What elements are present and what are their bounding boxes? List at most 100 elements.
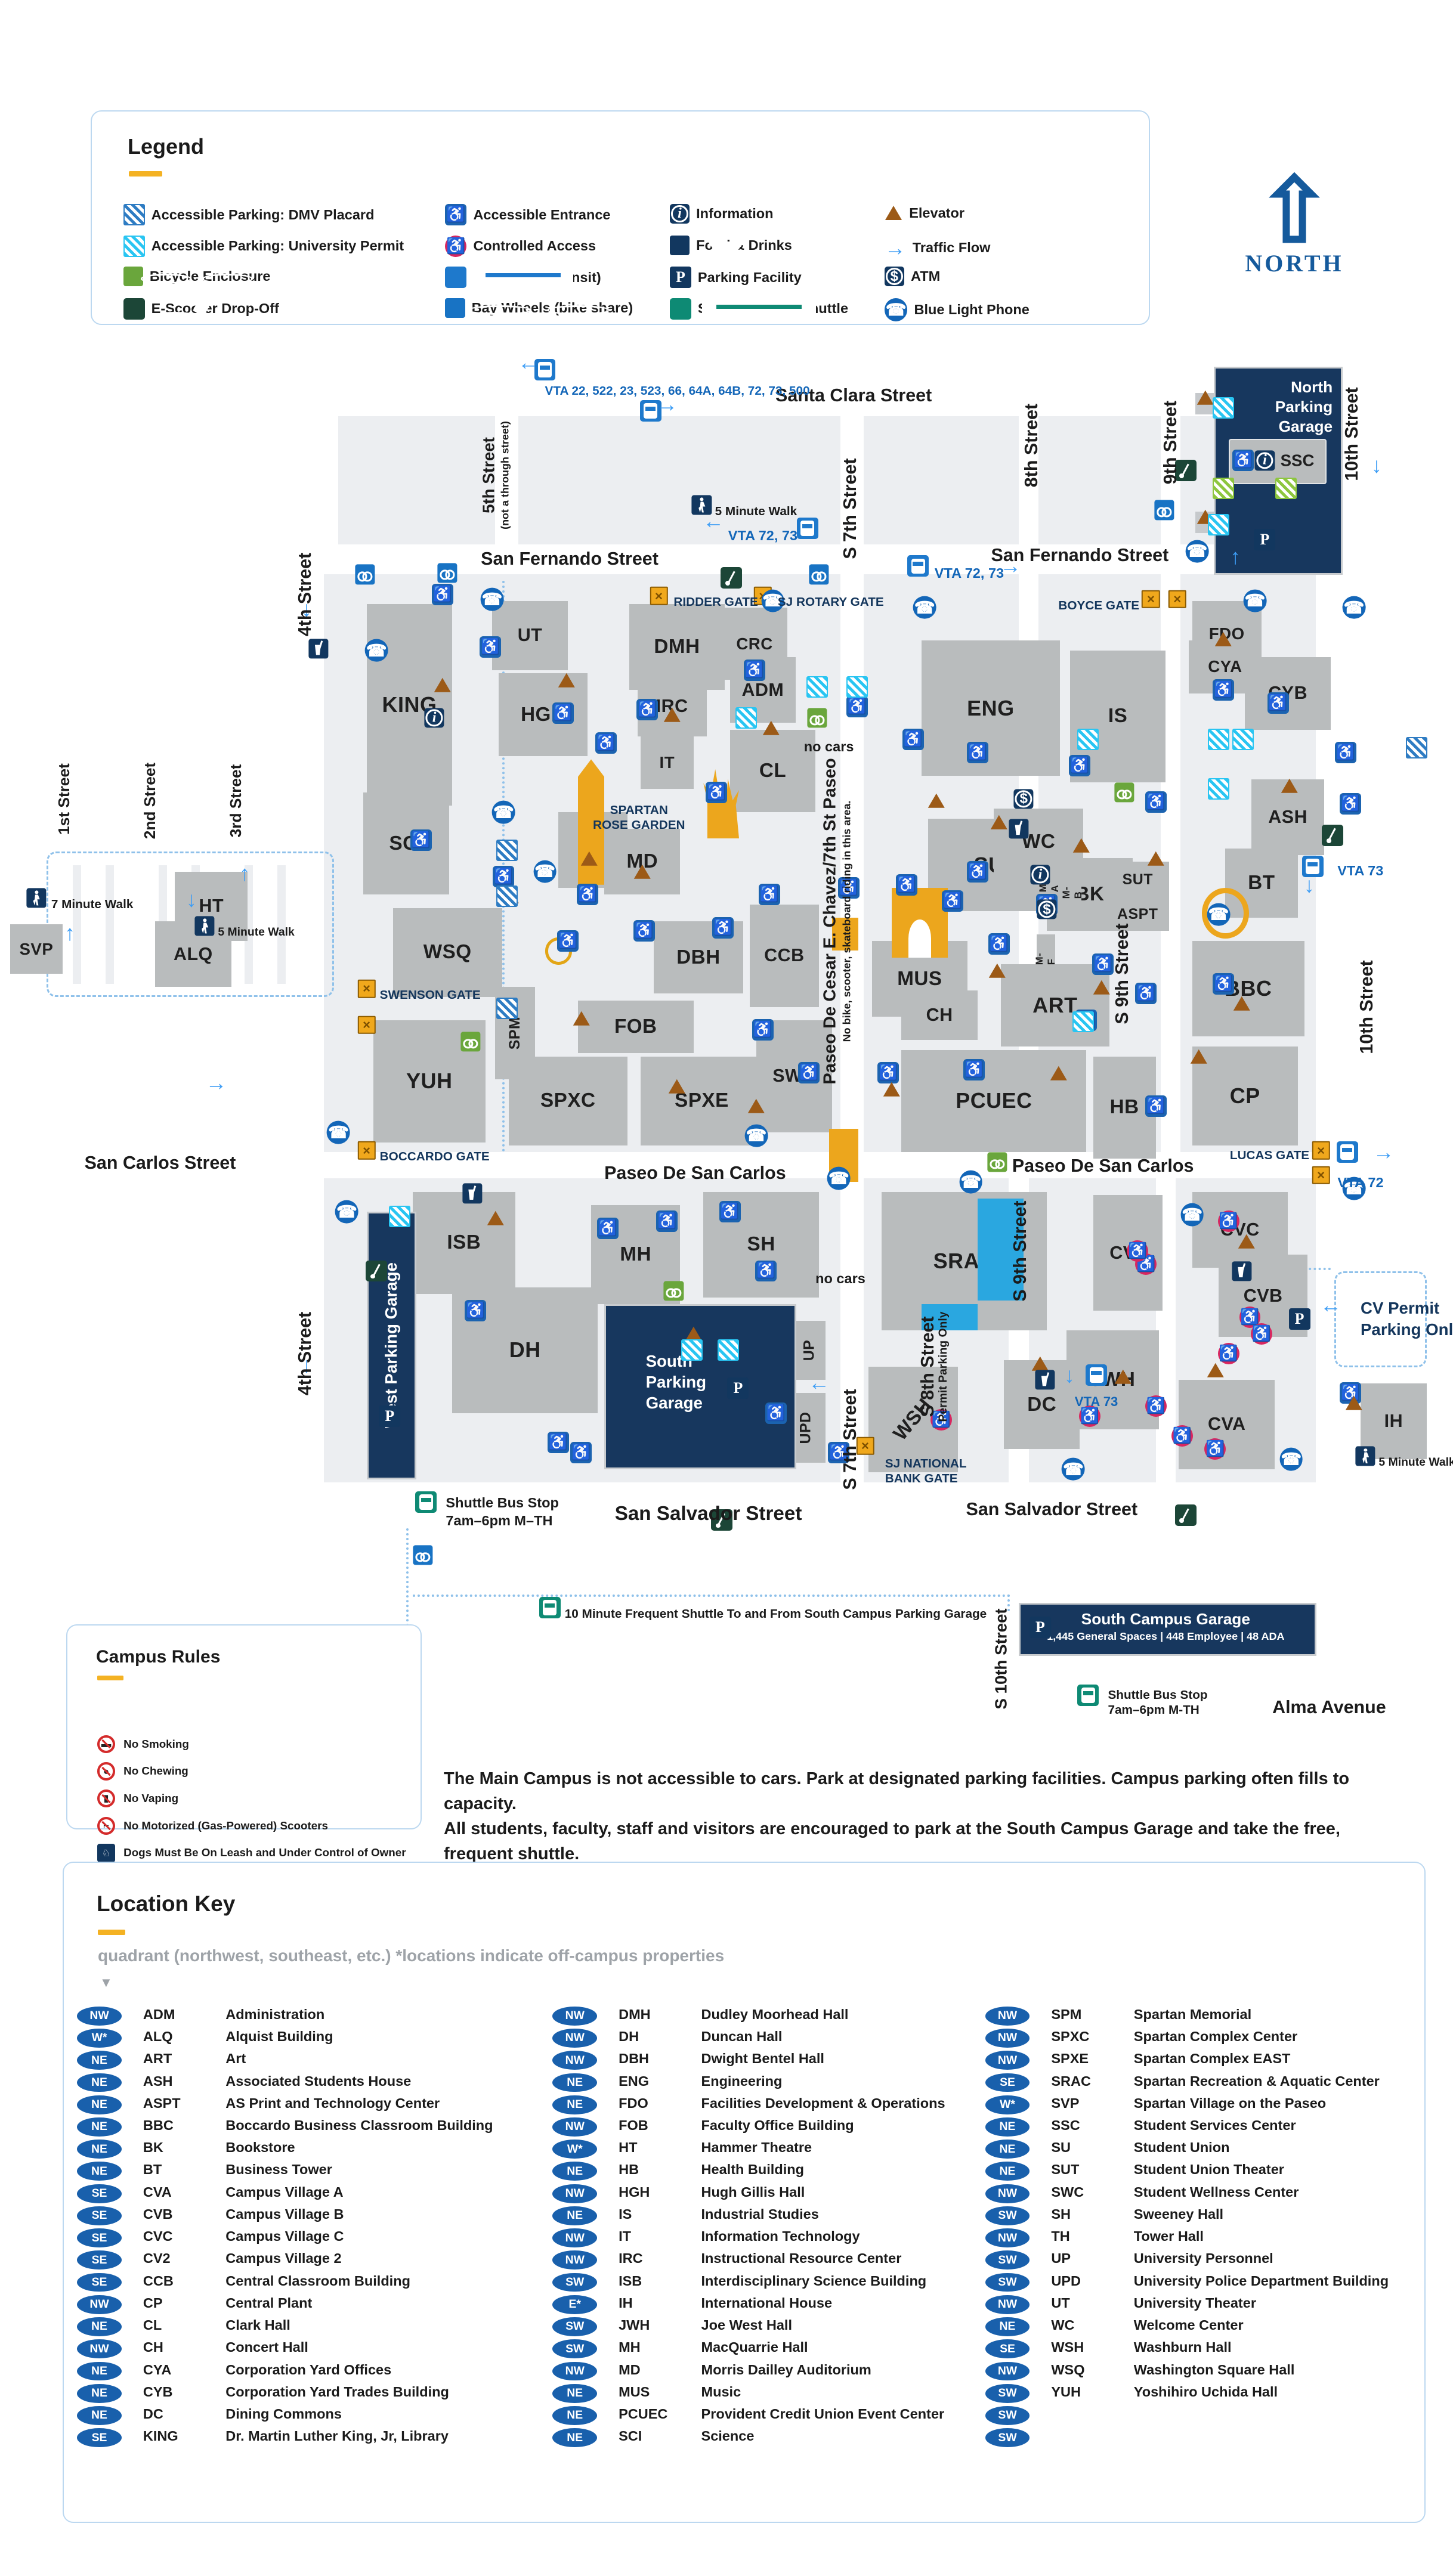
park-icon: P [727,1377,749,1400]
map-label: Permit Parking Only [936,1311,950,1422]
building-label: ADM [741,679,784,700]
gate-icon: × [650,587,668,605]
building-code: SPXE [1051,2051,1089,2067]
apu-icon [806,676,828,698]
building-code: IH [619,2295,633,2311]
building-code: SPM [1051,2006,1082,2022]
walk-icon [26,888,47,908]
building-name: Student Wellness Center [1133,2184,1299,2200]
building-label: SPM [506,1017,524,1050]
campus-rules-underline [97,1676,123,1680]
gate-icon: × [357,1015,376,1035]
map-label: VTA 73 [1337,862,1384,878]
map-label: Paseo De San Carlos [1012,1156,1194,1176]
building-code: MH [619,2339,641,2355]
building-M-F: M-F [1034,934,1058,977]
quadrant-badge: SW [985,2250,1030,2270]
building-name: Hammer Theatre [701,2140,812,2156]
map-label: S 9th Street [1009,1200,1030,1302]
el-icon [883,1080,901,1098]
quadrant-badge: SW [985,2383,1030,2403]
legend-item: →Traffic Flow [885,236,991,261]
quadrant-badge: SW [985,2428,1030,2448]
building-label: DH [509,1337,541,1363]
building-name: Spartan Complex EAST [1133,2051,1291,2067]
building-label: UP [800,1339,817,1361]
building-name: Spartan Recreation & Aquatic Center [1133,2073,1380,2089]
building-name: Art [225,2051,246,2067]
el-icon [1232,995,1250,1013]
el-icon [762,719,780,737]
traffic-flow-arrow-icon: → [1219,547,1244,569]
wc-icon: ♿ [895,874,917,896]
building-name: Welcome Center [1133,2317,1244,2333]
map-label: San Salvador Street [614,1502,802,1525]
el-icon [580,849,598,867]
map-label: 10th Street [1356,959,1377,1054]
south-campus-garage-title: South Campus Garage [1081,1609,1250,1628]
map-label: SWENSON GATE [379,988,481,1002]
vta-icon [1301,856,1324,878]
park-icon: P [1254,529,1276,551]
map-label: 10th Street [1341,387,1362,481]
building-name: Spartan Complex Center [1133,2029,1298,2045]
building-name: Science [701,2428,755,2444]
building-WSQ: WSQ [392,908,502,997]
quadrant-badge: NW [552,2029,598,2048]
map-label: 5 Minute Walk [715,504,797,519]
building-label: MUS [897,967,942,990]
building-name: Campus Village B [225,2206,344,2222]
traffic-flow-arrow-icon: → [656,392,678,417]
quadrant-badge: NE [552,2428,598,2448]
bike-icon [1154,500,1174,520]
quadrant-badge: W* [77,2029,122,2048]
map-label: 10 Minute Frequent Shuttle To and From S… [564,1607,987,1621]
ph-icon: ☎ [761,589,784,612]
apg-icon [1213,478,1235,500]
building-code: IS [619,2206,632,2222]
traffic-flow-arrow-icon: → [1000,553,1022,578]
rule-label: No Chewing [123,1764,188,1778]
ph-icon: ☎ [884,298,908,321]
wc-icon: ♿ [552,702,574,724]
quadrant-badge: NE [985,2140,1030,2159]
legend-item: Accessible Parking: University Permit [123,235,404,257]
building-code: IRC [619,2250,643,2267]
building-name: University Police Department Building [1133,2272,1389,2289]
building-label: IT [659,753,675,772]
map-label: VTA 72, 73 [934,565,1004,581]
legend-item: Elevator [885,204,964,222]
food-icon [1009,819,1029,839]
building-label: YUH [406,1069,453,1094]
building-KING: KING [366,604,453,806]
building-code: CP [143,2295,163,2311]
shuttle-icon [539,1597,561,1619]
building-code: CV2 [143,2250,171,2267]
bike-icon [445,298,465,318]
rule-ns-icon: ▬ [97,1735,116,1754]
wc-icon: ♿ [752,1019,774,1041]
sculpt-landmark [1202,888,1250,939]
quadrant-badge: NE [77,2162,122,2181]
wc-icon: ♿ [557,930,579,952]
food-icon [1035,1370,1055,1390]
legend-item-label: Traffic Flow [912,240,991,256]
quadrant-badge: SE [77,2250,122,2270]
el-icon [557,671,575,689]
building-SVP: SVP [10,924,63,974]
building-name: Morris Dailley Auditorium [701,2361,871,2377]
wc-icon: ♿ [1335,742,1357,764]
food-icon [462,1183,483,1203]
building-label: ASPT [1117,906,1158,923]
map-label: San Fernando Street [481,548,659,569]
quadrant-badge: NW [552,2051,598,2070]
building-name: Business Tower [225,2162,332,2178]
ca-icon: ♿ [1204,1438,1226,1460]
wc-icon: ♿ [577,884,599,906]
building-label: DBH [676,946,721,968]
quadrant-badge: W* [552,2140,598,2159]
building-code: ASPT [143,2095,181,2111]
traffic-flow-arrow-icon: → [808,1377,830,1402]
map-label: 7am–6pm M–TH [446,1513,553,1529]
